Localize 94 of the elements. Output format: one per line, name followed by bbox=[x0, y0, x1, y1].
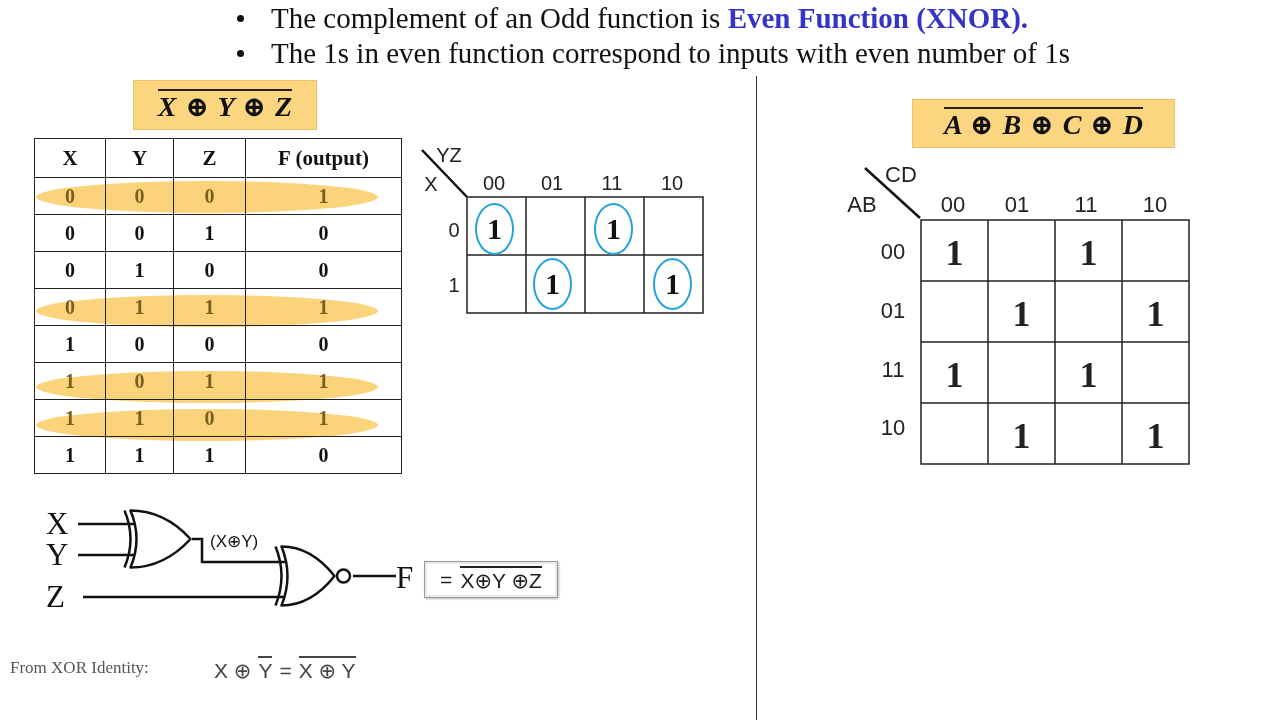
kmap-value: 1 bbox=[1079, 356, 1098, 393]
kmap-row-label: 11 bbox=[881, 359, 905, 381]
truth-table-cell: 0 bbox=[34, 214, 106, 252]
truth-table-cell: 0 bbox=[105, 362, 174, 400]
truth-table-cell: 0 bbox=[245, 325, 402, 363]
kmap-row-label: 10 bbox=[880, 417, 906, 439]
truth-table-cell: 1 bbox=[245, 177, 402, 215]
kmap-column-label: 01 bbox=[1004, 194, 1030, 216]
kmap-column-label: 00 bbox=[482, 173, 506, 193]
truth-table-cell: 1 bbox=[173, 362, 246, 400]
equation-box bbox=[424, 561, 558, 598]
equation-text: = bbox=[440, 567, 453, 592]
formula-text: X ⊕ bbox=[214, 659, 252, 683]
kmap-column-label: 00 bbox=[940, 194, 966, 216]
truth-table-cell: 1 bbox=[34, 436, 106, 474]
truth-table-cell: 1 bbox=[245, 362, 402, 400]
formula-text: A ⊕ B ⊕ C ⊕ D bbox=[943, 107, 1144, 140]
formula-banner bbox=[133, 80, 317, 130]
truth-table-cell: 0 bbox=[245, 251, 402, 289]
truth-table-cell: 1 bbox=[173, 436, 246, 474]
group-ellipse bbox=[653, 258, 692, 310]
kmap-value: 1 bbox=[665, 269, 680, 299]
truth-table-header-cell: F (output) bbox=[245, 138, 402, 178]
truth-table-header-cell: X bbox=[34, 138, 106, 178]
wire bbox=[353, 574, 396, 578]
kmap-column-label: 10 bbox=[1142, 194, 1168, 216]
formula-banner bbox=[912, 99, 1175, 148]
truth-table-cell: 0 bbox=[34, 177, 106, 215]
signal-label: Z bbox=[46, 581, 83, 613]
truth-table-cell: 0 bbox=[105, 325, 174, 363]
truth-table-cell: 0 bbox=[105, 177, 174, 215]
kmap-axis-label: CD bbox=[885, 164, 917, 186]
truth-table-header-cell: Z bbox=[173, 138, 246, 178]
kmap-row-label: 0 bbox=[448, 220, 460, 240]
wire bbox=[78, 553, 135, 557]
bullet-text: The 1s in even function correspond to inputs with even number of 1s bbox=[271, 36, 1070, 70]
equation-text: X⊕Y ⊕Z bbox=[460, 566, 542, 593]
kmap-axis-label: AB bbox=[847, 194, 877, 216]
wire bbox=[192, 537, 287, 564]
kmap-column-label: 01 bbox=[540, 173, 564, 193]
kmap-value: 1 bbox=[1012, 295, 1031, 332]
truth-table-cell: 0 bbox=[173, 325, 246, 363]
wire bbox=[78, 522, 135, 526]
wire-label: (X⊕Y) bbox=[209, 532, 260, 552]
wire bbox=[83, 595, 285, 599]
truth-table-cell: 1 bbox=[105, 251, 174, 289]
kmap-row-label: 1 bbox=[448, 275, 460, 295]
kmap-value: 1 bbox=[1146, 295, 1165, 332]
group-ellipse bbox=[533, 258, 572, 310]
truth-table-cell: 0 bbox=[245, 436, 402, 474]
formula-text: X ⊕ Y ⊕ Z bbox=[157, 88, 293, 122]
identity-caption: From XOR Identity: bbox=[10, 658, 149, 678]
truth-table-cell: 1 bbox=[105, 399, 174, 437]
truth-table-header-cell: Y bbox=[105, 138, 174, 178]
truth-table-cell: 0 bbox=[105, 214, 174, 252]
truth-table-cell: 1 bbox=[245, 288, 402, 326]
kmap-axis-label: X bbox=[424, 174, 438, 194]
truth-table-cell: 1 bbox=[105, 436, 174, 474]
formula-text: X ⊕ Y bbox=[298, 656, 356, 683]
kmap-value: 1 bbox=[1079, 234, 1098, 271]
kmap-value: 1 bbox=[545, 269, 560, 299]
group-ellipse bbox=[594, 203, 633, 255]
truth-table-cell: 1 bbox=[245, 399, 402, 437]
kmap-column-label: 10 bbox=[660, 173, 684, 193]
signal-label: F bbox=[396, 562, 420, 594]
truth-table-cell: 0 bbox=[173, 251, 246, 289]
truth-table-cell: 1 bbox=[105, 288, 174, 326]
kmap-value: 1 bbox=[487, 214, 502, 244]
kmap-value: 1 bbox=[945, 234, 964, 271]
signal-label: X bbox=[46, 508, 78, 540]
kmap-column-label: 11 bbox=[1074, 194, 1098, 216]
bullet-text: The complement of an Odd function is Even Function (XNOR). bbox=[271, 1, 1029, 35]
kmap-axis-label: YZ bbox=[436, 145, 462, 165]
truth-table-cell: 1 bbox=[34, 325, 106, 363]
kmap-value: 1 bbox=[1012, 417, 1031, 454]
kmap-value: 1 bbox=[606, 214, 621, 244]
truth-table-cell: 0 bbox=[173, 177, 246, 215]
formula-text: Y bbox=[258, 656, 273, 683]
truth-table-cell: 0 bbox=[173, 399, 246, 437]
xnor-gate-symbol bbox=[274, 545, 353, 607]
truth-table-cell: 0 bbox=[245, 214, 402, 252]
truth-table-cell: 0 bbox=[34, 288, 106, 326]
xor-gate-symbol bbox=[123, 509, 192, 569]
kmap-column-label: 11 bbox=[601, 173, 623, 193]
kmap-row-label: 01 bbox=[880, 300, 906, 322]
kmap-value: 1 bbox=[1146, 417, 1165, 454]
truth-table-cell: 1 bbox=[173, 288, 246, 326]
truth-table-cell: 1 bbox=[173, 214, 246, 252]
group-ellipse bbox=[475, 203, 514, 255]
kmap-row-label: 00 bbox=[880, 241, 906, 263]
kmap-value: 1 bbox=[945, 356, 964, 393]
signal-label: Y bbox=[46, 539, 78, 571]
formula-text: = bbox=[279, 659, 292, 683]
truth-table-cell: 0 bbox=[34, 251, 106, 289]
